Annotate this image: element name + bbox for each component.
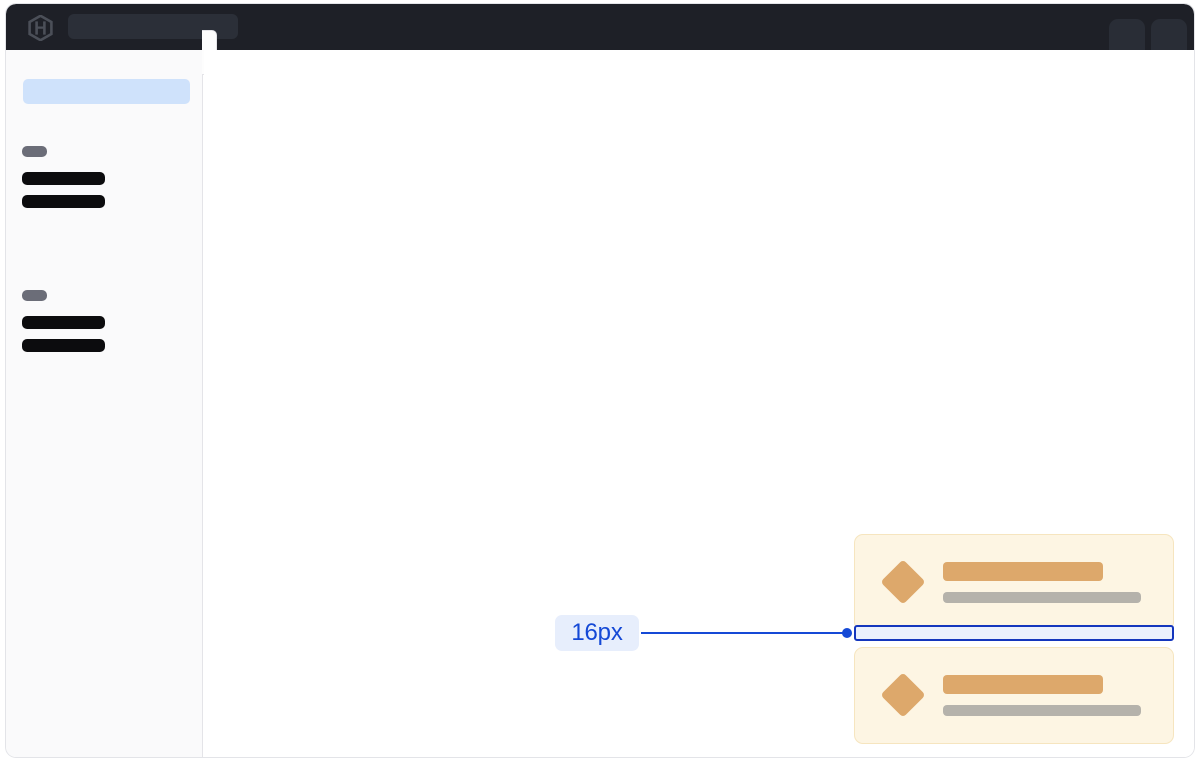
sidebar-item-2-1[interactable]: [22, 316, 105, 329]
measurement-leader-line: [641, 632, 848, 634]
card-subtitle: [943, 705, 1141, 716]
card-subtitle: [943, 592, 1141, 603]
sidebar-group-one-label: [22, 146, 47, 157]
card-title: [943, 562, 1103, 581]
hexagon-h-logo-icon[interactable]: [28, 14, 53, 42]
sidebar-item-1-1[interactable]: [22, 172, 105, 185]
top-navbar: [6, 4, 1194, 50]
card-title: [943, 675, 1103, 694]
content-card-top[interactable]: [854, 534, 1174, 631]
sidebar-item-1-2[interactable]: [22, 195, 105, 208]
spacing-gap-highlight: [854, 625, 1174, 641]
sidebar-item-active[interactable]: [23, 79, 190, 104]
spacing-value-badge: 16px: [555, 615, 639, 651]
sidebar-group-two-label: [22, 290, 47, 301]
diamond-icon: [880, 672, 926, 718]
application-window: 16px: [6, 4, 1194, 757]
sidebar-group-two: [22, 290, 105, 362]
nav-action-primary[interactable]: [1109, 19, 1145, 50]
sidebar: [6, 50, 203, 757]
sidebar-group-one: [22, 146, 105, 218]
nav-action-secondary[interactable]: [1151, 19, 1187, 50]
content-card-bottom[interactable]: [854, 647, 1174, 744]
diamond-icon: [880, 559, 926, 605]
sidebar-item-2-2[interactable]: [22, 339, 105, 352]
measurement-endpoint-dot: [842, 628, 852, 638]
main-canvas: 16px: [204, 50, 1194, 757]
